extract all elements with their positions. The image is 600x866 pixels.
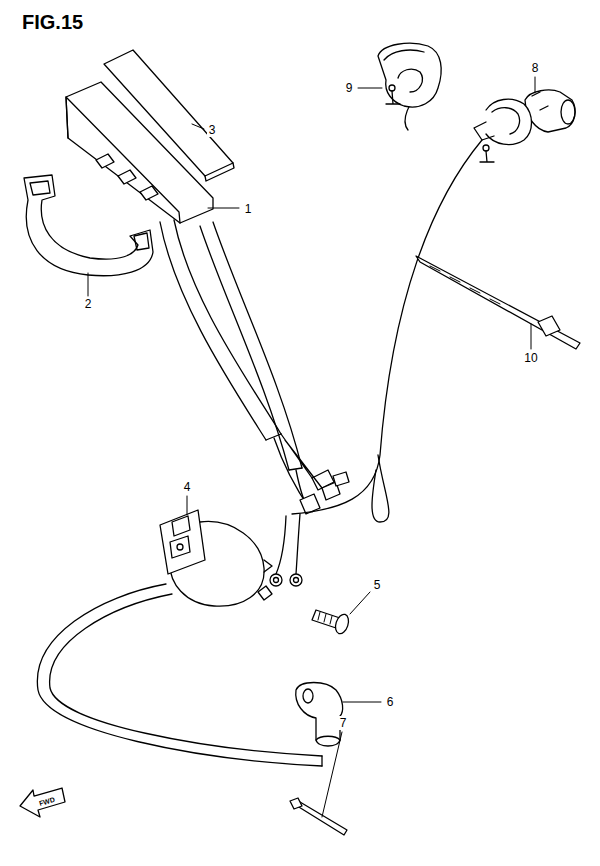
- switch: [378, 43, 441, 107]
- callout-number: 4: [182, 480, 193, 494]
- ground-terminal-part: [290, 574, 302, 586]
- wire-harness-part: [160, 222, 266, 440]
- screw-part: [318, 612, 332, 624]
- leader-lines-part: [208, 208, 239, 209]
- callout-number: 7: [338, 716, 349, 730]
- ground-terminal-part: [276, 516, 286, 574]
- bracket: [24, 175, 153, 276]
- switch-wire-part: [372, 455, 389, 522]
- switch-clamp-part: [474, 122, 494, 140]
- screw: [312, 610, 351, 635]
- cdi-unit-part: [96, 154, 114, 168]
- switch-housing: [160, 510, 272, 606]
- plug-cap-part: [303, 689, 313, 703]
- leader-lines-part: [192, 124, 204, 129]
- wire-harness-part: [213, 222, 302, 468]
- switch-clamp: [474, 90, 575, 162]
- switch-clamp-part: [480, 151, 494, 162]
- leader-lines-part: [358, 88, 382, 89]
- leader-lines: [88, 77, 535, 817]
- plug-cap-part: [296, 683, 343, 747]
- leader-lines-part: [343, 702, 381, 703]
- forward-arrow: [20, 788, 65, 817]
- leader-lines-part: [350, 592, 370, 614]
- callout-number: 5: [372, 578, 383, 592]
- switch-clamp-part: [532, 92, 548, 110]
- wire-harness-part: [281, 434, 322, 488]
- bracket-part: [24, 175, 153, 276]
- callout-number: 6: [385, 695, 396, 709]
- switch-cable-part: [321, 756, 322, 766]
- wire-harness-part: [200, 226, 289, 470]
- bracket-part: [30, 181, 50, 195]
- switch-part: [386, 91, 400, 104]
- callout-number: 10: [522, 351, 539, 365]
- forward-arrow-part: [20, 788, 65, 817]
- switch-cable-part: [37, 584, 322, 766]
- leader-lines-part: [88, 273, 89, 296]
- band-strap-part: [538, 316, 560, 336]
- cable-tie-part: [294, 802, 347, 835]
- plate: [104, 50, 234, 181]
- callout-number: 2: [83, 297, 94, 311]
- ground-terminal-part: [296, 514, 300, 574]
- leader-lines-part: [187, 496, 188, 515]
- ground-terminal-part: [274, 578, 279, 583]
- switch-housing-part: [172, 516, 190, 536]
- cable-tie: [290, 798, 347, 835]
- cdi-unit-part: [140, 186, 158, 200]
- screw-part: [333, 613, 351, 636]
- switch-housing-part: [160, 510, 205, 574]
- switch-housing-part: [264, 560, 272, 572]
- switch-wire: [292, 95, 482, 522]
- plug-cap-part: [316, 736, 340, 740]
- switch-part: [384, 50, 424, 92]
- bracket-part: [134, 233, 149, 250]
- switch-clamp-part: [486, 99, 532, 144]
- switch-cable-part: [50, 594, 322, 756]
- plug-cap: [296, 683, 343, 747]
- switch-part: [389, 85, 395, 91]
- cdi-unit-part: [118, 170, 136, 184]
- switch-housing-part: [170, 536, 190, 558]
- callout-number: 3: [207, 123, 218, 137]
- wire-harness: [160, 220, 349, 514]
- wire-harness-part: [333, 472, 349, 486]
- switch-housing-part: [177, 544, 183, 550]
- ground-terminal: [258, 514, 302, 600]
- wire-harness-part: [174, 220, 281, 434]
- leader-lines-part: [531, 324, 532, 349]
- callout-number: 9: [344, 81, 355, 95]
- switch-clamp-part: [525, 90, 575, 132]
- band-strap: [416, 256, 580, 349]
- band-strap-part: [416, 256, 580, 349]
- leader-lines-part: [535, 77, 536, 93]
- ground-terminal-part: [294, 578, 299, 583]
- plate-part: [205, 163, 234, 181]
- callout-number: 8: [530, 61, 541, 75]
- switch-clamp-part: [561, 100, 575, 124]
- switch-wire-part: [292, 140, 482, 514]
- switch-part: [378, 43, 441, 107]
- figure-title: FIG.15: [22, 12, 83, 32]
- ground-terminal-part: [270, 574, 282, 586]
- leader-lines-part: [322, 732, 342, 817]
- switch-cable: [37, 584, 322, 766]
- cable-tie-part: [290, 798, 302, 809]
- plate-part: [104, 50, 233, 176]
- band-strap-part: [430, 266, 500, 304]
- switch-clamp-part: [492, 108, 520, 134]
- ground-terminal-part: [258, 586, 272, 600]
- callout-number: 1: [243, 202, 254, 216]
- switch-clamp-part: [483, 145, 489, 151]
